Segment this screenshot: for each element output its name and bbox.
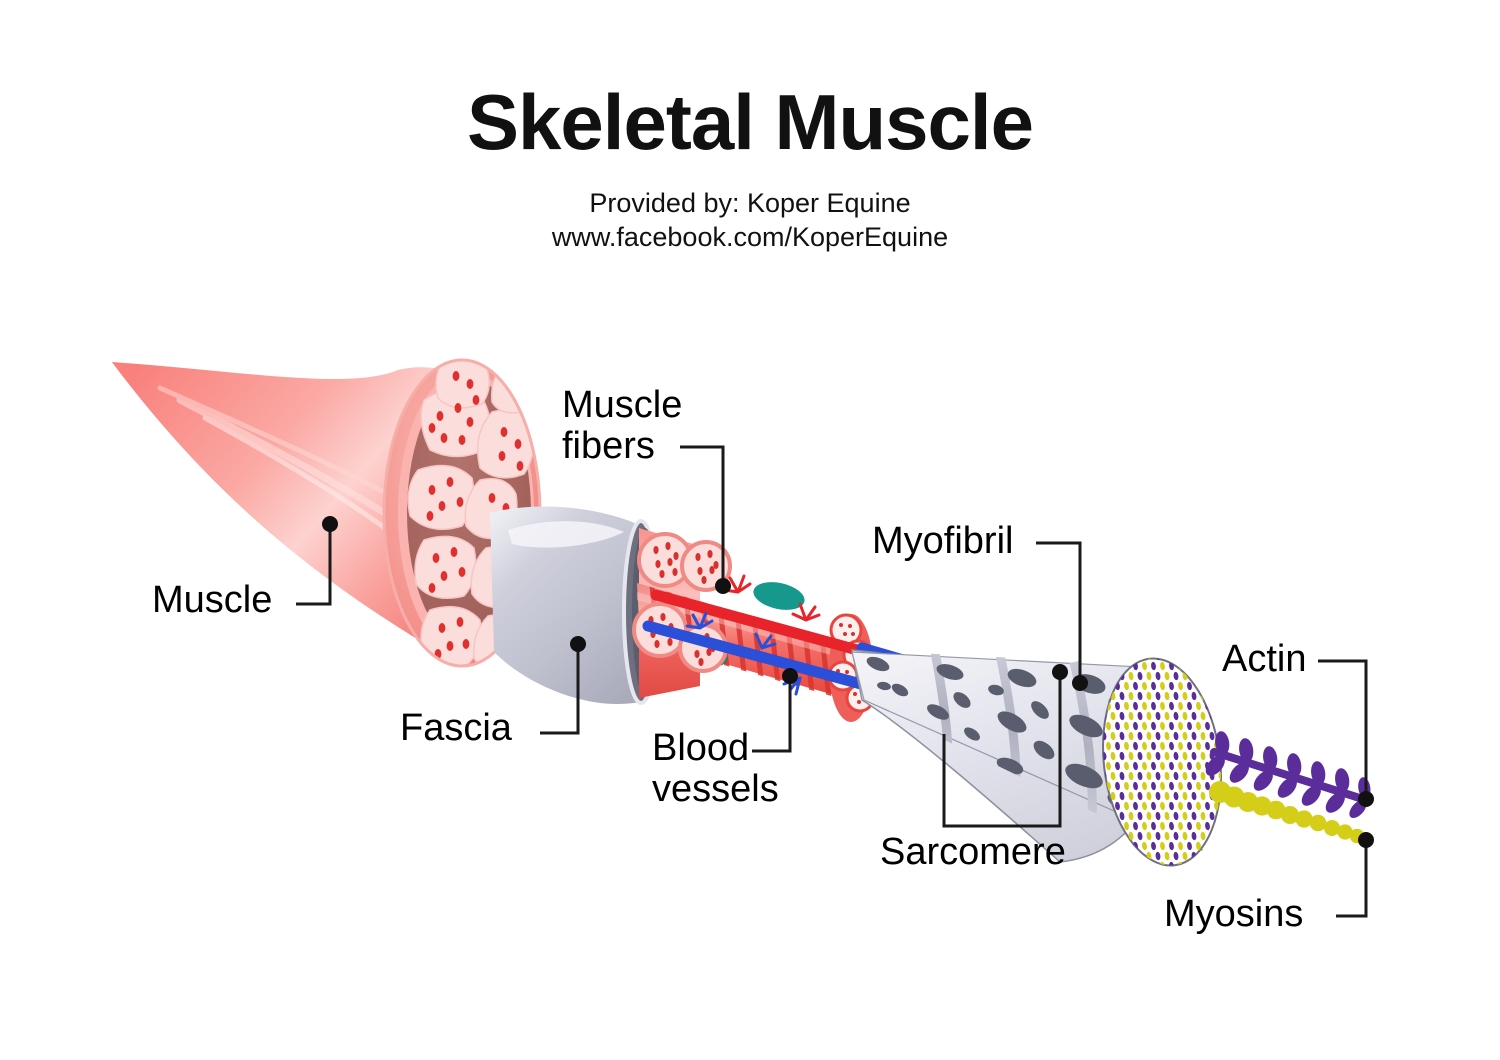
label-actin: Actin	[1222, 638, 1307, 680]
dot-blood-vessels	[782, 668, 798, 684]
actin-filament-group	[1205, 731, 1371, 819]
capillary-branch-blue	[685, 611, 802, 696]
label-muscle-fibers: Muscle fibers	[562, 384, 683, 468]
muscle-fiber-nucleus	[753, 582, 805, 610]
dot-actin	[1358, 791, 1374, 807]
leader-myosins	[1336, 840, 1368, 918]
page-title: Skeletal Muscle	[467, 78, 1034, 166]
leader-fascia	[540, 644, 580, 735]
myofibril-group	[851, 649, 1228, 871]
dot-muscle	[322, 516, 338, 532]
actin-myosin-heads	[1205, 731, 1371, 819]
actin-backbone	[1210, 748, 1370, 804]
label-muscle: Muscle	[152, 579, 273, 621]
label-myofibril: Myofibril	[872, 520, 1014, 562]
dot-sarcomere	[1052, 664, 1068, 680]
provided-by: Provided by: Koper Equine	[589, 188, 911, 218]
leader-blood-vessels	[752, 676, 792, 753]
muscle-belly-group	[112, 358, 542, 668]
dot-myofibril	[1072, 675, 1088, 691]
fascia-sheath	[490, 506, 648, 705]
label-myosins: Myosins	[1164, 893, 1304, 935]
leader-muscle-fibers	[680, 445, 725, 586]
muscle-belly-body	[112, 362, 466, 660]
dot-fascia	[570, 636, 586, 652]
fascia-group	[490, 506, 660, 705]
leader-actin	[1318, 659, 1368, 799]
capillary-branch-red	[722, 574, 821, 622]
fascia-highlight	[508, 521, 624, 548]
leader-muscle	[296, 524, 332, 606]
leader-sarcomere	[942, 672, 1062, 828]
fascicle-disc	[637, 532, 693, 588]
website-url: www.facebook.com/KoperEquine	[551, 222, 949, 252]
leader-lines	[296, 445, 1368, 918]
fascicle-fiber-dots	[426, 371, 524, 663]
leader-endpoint-dots	[322, 516, 1374, 848]
label-sarcomere: Sarcomere	[880, 831, 1066, 873]
vein	[642, 620, 896, 698]
dot-muscle-fibers	[715, 578, 731, 594]
dot-myosins	[1358, 832, 1374, 848]
label-fascia: Fascia	[400, 707, 512, 749]
label-blood-vessels: Blood vessels	[652, 727, 779, 811]
myosin-beads	[1209, 781, 1373, 847]
leader-myofibril	[1036, 541, 1082, 683]
artery	[650, 589, 878, 660]
myosin-filament-group	[1209, 781, 1373, 847]
fascicle-disc	[680, 540, 732, 592]
